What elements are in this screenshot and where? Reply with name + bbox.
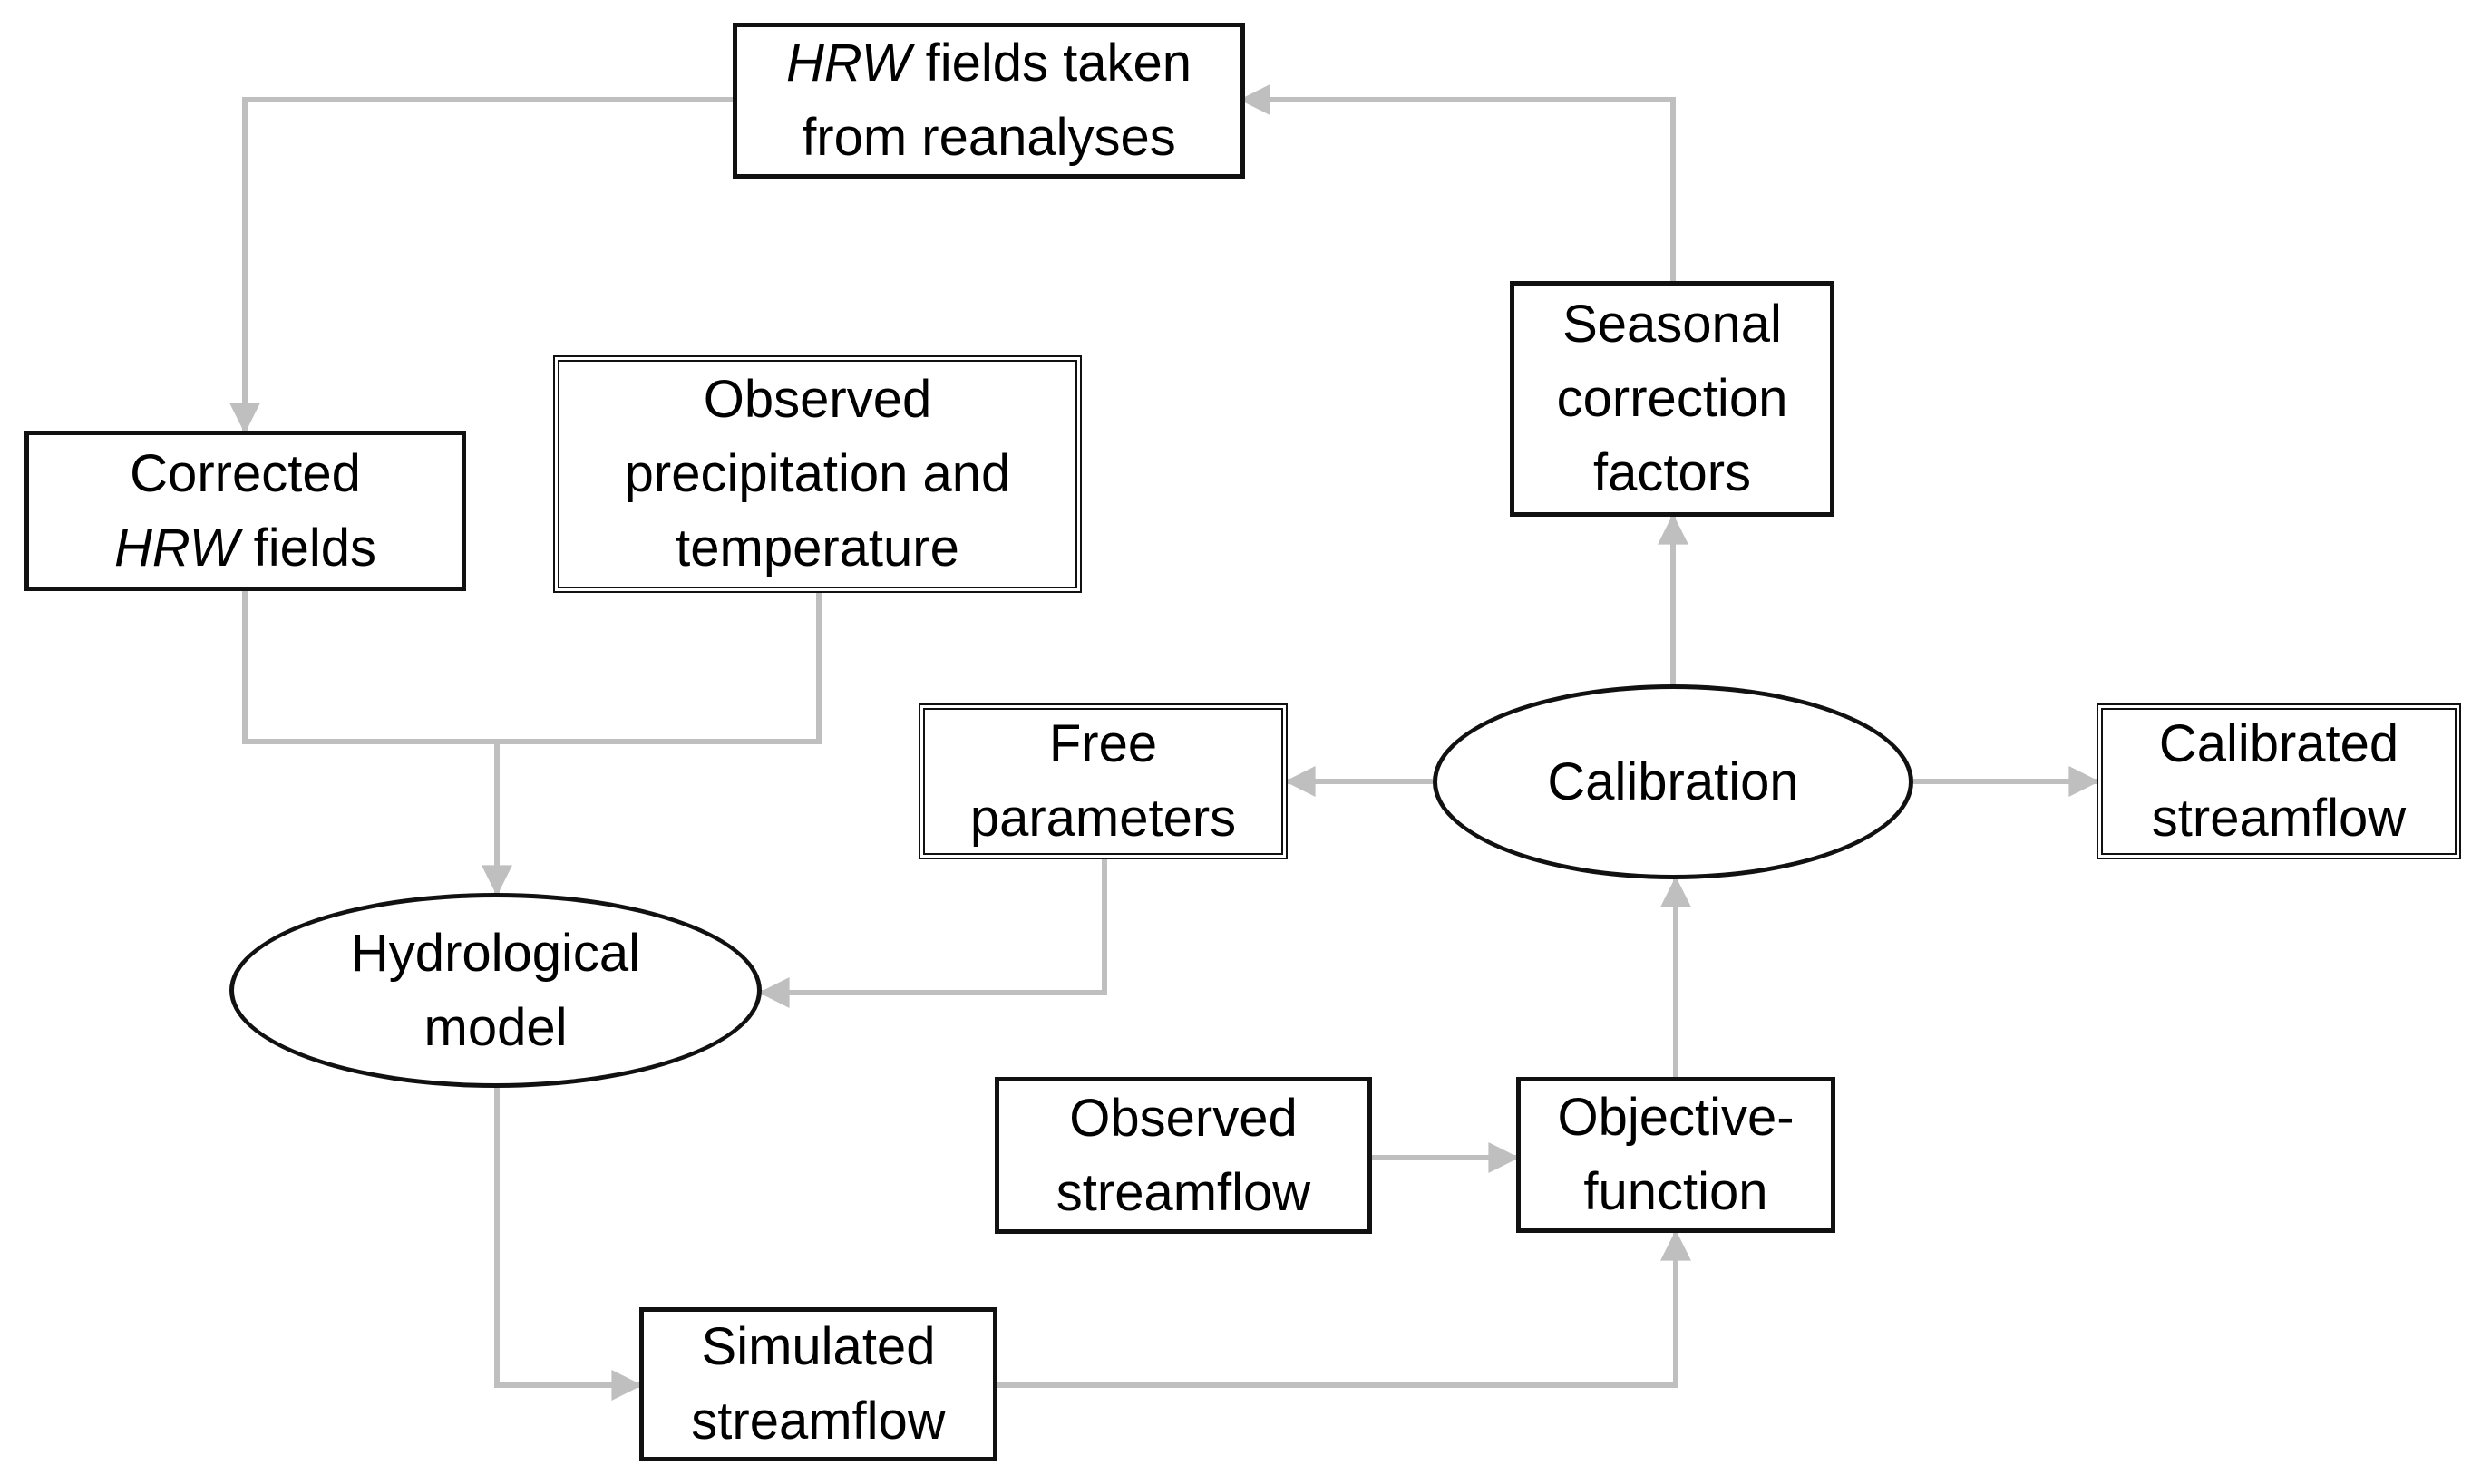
calibration-ellipse: Calibration [1433,684,1913,879]
observed-streamflow-line1: Observed [1069,1088,1298,1148]
hrw-reanalyses-box: HRW fields taken from reanalyses [733,23,1245,179]
observed-precipitation-line2: precipitation and [624,444,1011,503]
free-parameters-line1: Free [1048,714,1158,773]
calibrated-streamflow-line1: Calibrated [2158,714,2399,773]
observed-streamflow-line2: streamflow [1056,1162,1311,1222]
free-parameters-box: Free parameters [919,703,1288,859]
seasonal-factors-line1: Seasonal [1562,295,1782,354]
seasonal-factors-box: Seasonal correction factors [1510,281,1834,517]
hydrological-model-line1: Hydrological [350,923,641,983]
calibrated-streamflow-line2: streamflow [2151,789,2407,848]
observed-streamflow-box: Observed streamflow [995,1077,1372,1234]
seasonal-factors-line3: factors [1592,443,1752,502]
arrow-reanalyses-to-corrected [229,97,733,434]
simulated-streamflow-line1: Simulated [701,1317,936,1376]
objective-function-box: Objective- function [1516,1077,1835,1233]
hrw-reanalyses-line2: from reanalyses [802,108,1176,167]
hrw-reanalyses-line1: HRW fields taken [786,34,1192,92]
calibrated-streamflow-box: Calibrated streamflow [2097,703,2461,859]
arrow-simulated-to-objective [997,1229,1691,1388]
objective-function-line2: function [1583,1162,1768,1221]
arrow-inputs-to-model [242,591,822,893]
arrow-model-to-simulated [494,1088,643,1401]
corrected-hrw-line2: HRW fields [114,518,376,577]
hydrological-model-ellipse: Hydrological model [229,893,762,1088]
corrected-hrw-line1: Corrected [130,443,361,503]
arrow-free-parameters-to-model [758,859,1107,1008]
free-parameters-line2: parameters [969,789,1237,848]
simulated-streamflow-line2: streamflow [691,1392,946,1450]
calibration-label: Calibration [1547,752,1799,811]
hydrological-model-line2: model [423,997,568,1057]
seasonal-factors-line2: correction [1556,369,1788,428]
observed-precipitation-line1: Observed [703,370,932,429]
observed-precipitation-box: Observed precipitation and temperature [553,355,1082,593]
objective-function-line1: Objective- [1557,1088,1795,1147]
arrow-seasonal-to-reanalyses [1239,84,1676,281]
observed-precipitation-line3: temperature [676,519,959,577]
simulated-streamflow-box: Simulated streamflow [639,1307,997,1461]
corrected-hrw-box: Corrected HRW fields [24,431,466,591]
